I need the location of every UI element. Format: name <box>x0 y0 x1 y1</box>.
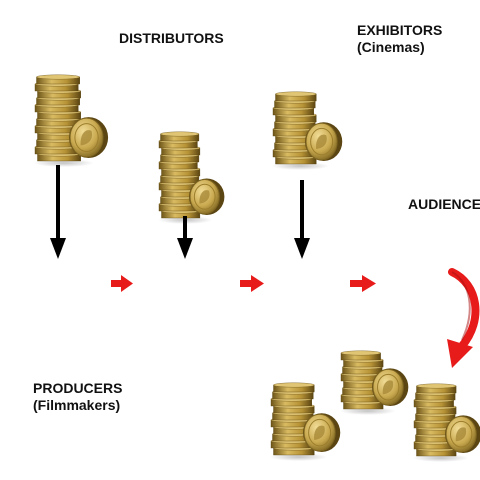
coin-stack-bottom-2 <box>340 350 409 415</box>
flow-arrow-1 <box>111 275 133 292</box>
coin-face <box>445 415 480 453</box>
down-arrow-3 <box>294 180 310 259</box>
coin-face <box>372 368 409 406</box>
down-arrow-1 <box>50 165 66 259</box>
coin <box>273 382 315 393</box>
coin-stack-producers <box>33 74 109 167</box>
producers-subtitle: (Filmmakers) <box>33 397 121 413</box>
audience-title: AUDIENCE <box>408 196 480 212</box>
coin-face <box>303 413 341 453</box>
coin-stack-distributors <box>158 131 225 224</box>
exhibitors-subtitle: (Cinemas) <box>357 39 425 55</box>
coin <box>275 91 317 102</box>
exhibitors-label: EXHIBITORS (Cinemas) <box>357 22 442 56</box>
coin <box>36 74 80 85</box>
coin <box>340 350 381 361</box>
distributors-label: DISTRIBUTORS <box>119 30 224 47</box>
flow-arrow-3 <box>350 275 376 292</box>
flow-arrow-2 <box>240 275 264 292</box>
coin <box>416 383 457 394</box>
coin-face <box>69 117 109 158</box>
producers-title: PRODUCERS <box>33 380 123 396</box>
coin-stack-bottom-3 <box>413 383 480 462</box>
audience-label: AUDIENCE <box>408 196 480 213</box>
curved-arrow <box>447 268 480 368</box>
coin-stack-exhibitors <box>271 91 343 170</box>
coin-face <box>305 122 343 161</box>
coin-face <box>189 178 225 215</box>
coin <box>160 131 200 142</box>
down-arrow-2 <box>177 216 193 259</box>
coin-stack-bottom-1 <box>269 382 341 461</box>
exhibitors-title: EXHIBITORS <box>357 22 443 38</box>
producers-label: PRODUCERS (Filmmakers) <box>33 380 122 414</box>
distributors-title: DISTRIBUTORS <box>119 30 224 46</box>
